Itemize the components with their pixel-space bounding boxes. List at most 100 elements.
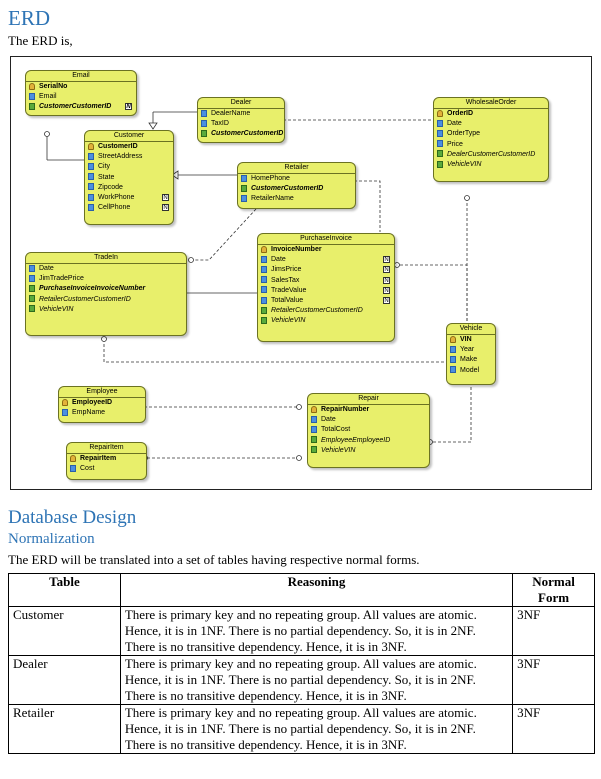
attribute: TotalCost	[308, 425, 429, 435]
key-icon	[450, 335, 456, 343]
column-icon	[29, 92, 35, 100]
column-icon	[437, 140, 443, 148]
attribute: DealerCustomerCustomerID	[434, 150, 548, 160]
entity-title: Dealer	[198, 98, 284, 109]
null-indicator: N	[383, 266, 390, 274]
column-icon	[311, 426, 317, 434]
null-indicator: N	[162, 204, 169, 212]
attribute: Price	[434, 140, 548, 150]
normalization-table: Table Reasoning Normal Form Customer The…	[8, 573, 595, 754]
entity-title: Email	[26, 71, 136, 82]
key-icon	[29, 82, 35, 90]
null-indicator: N	[383, 296, 390, 304]
attribute: Make	[447, 355, 495, 365]
key-icon	[437, 109, 443, 117]
attribute: VehicleVIN	[434, 160, 548, 170]
column-icon	[29, 274, 35, 282]
entity-title: PurchaseInvoice	[258, 234, 394, 245]
column-icon	[450, 356, 456, 364]
attribute: CustomerID	[85, 142, 173, 152]
entity-repair: Repair RepairNumber Date TotalCost Emplo…	[307, 393, 430, 468]
table-cell: Dealer	[8, 655, 121, 705]
foreign-key-icon	[29, 305, 35, 313]
attribute: City	[85, 162, 173, 172]
column-icon	[70, 464, 76, 472]
column-icon	[62, 408, 68, 416]
column-icon	[437, 130, 443, 138]
entity-title: RepairItem	[67, 443, 146, 454]
attribute: EmpName	[59, 408, 145, 418]
table-row: Retailer There is primary key and no rep…	[8, 704, 595, 754]
column-icon	[88, 203, 94, 211]
entity-title: TradeIn	[26, 253, 186, 264]
attribute: Model	[447, 366, 495, 376]
column-icon	[261, 296, 267, 304]
attribute: Date	[308, 415, 429, 425]
key-icon	[62, 398, 68, 406]
key-icon	[70, 454, 76, 462]
column-icon	[241, 174, 247, 182]
column-icon	[88, 163, 94, 171]
attribute: CustomerCustomerID	[198, 129, 284, 139]
attribute: RepairItem	[67, 454, 146, 464]
column-icon	[261, 255, 267, 263]
edge-retailer-invoice	[354, 180, 381, 232]
foreign-key-icon	[29, 285, 35, 293]
null-indicator: N	[125, 103, 132, 111]
entity-retailer: Retailer HomePhone CustomerCustomerID Re…	[237, 162, 356, 209]
attribute: StreetAddress	[85, 152, 173, 162]
foreign-key-icon	[261, 316, 267, 324]
foreign-key-icon	[437, 160, 443, 168]
table-row: Dealer There is primary key and no repea…	[8, 655, 595, 705]
null-indicator: N	[383, 286, 390, 294]
key-icon	[261, 245, 267, 253]
attribute: RetailerName	[238, 194, 355, 204]
attribute: JimTradePrice	[26, 274, 186, 284]
table-cell: 3NF	[512, 704, 595, 754]
entity-title: Repair	[308, 394, 429, 405]
entity-title: Employee	[59, 387, 145, 398]
foreign-key-icon	[201, 130, 207, 138]
edge-repair-vehicle	[428, 385, 472, 443]
intro-text: The ERD is,	[8, 33, 73, 48]
attribute: VIN	[447, 335, 495, 345]
column-icon	[450, 366, 456, 374]
table-cell: 3NF	[512, 655, 595, 705]
attribute: OrderType	[434, 129, 548, 139]
entity-vehicle: Vehicle VIN Year Make Model	[446, 323, 496, 385]
attribute: TaxID	[198, 119, 284, 129]
attribute: CustomerCustomerID	[238, 184, 355, 194]
entity-repairitem: RepairItem RepairItem Cost	[66, 442, 147, 480]
attribute: Zipcode	[85, 183, 173, 193]
null-indicator: N	[162, 193, 169, 201]
column-icon	[201, 109, 207, 117]
page-heading: ERD	[8, 6, 50, 30]
entity-title: Retailer	[238, 163, 355, 174]
attribute: Email	[26, 92, 136, 102]
column-icon	[261, 276, 267, 284]
table-cell: 3NF	[512, 606, 595, 656]
erd-connectors	[44, 111, 472, 461]
table-cell: There is primary key and no repeating gr…	[119, 704, 514, 754]
entity-employee: Employee EmployeeID EmpName	[58, 386, 146, 423]
edge-invoice-vehicle	[395, 264, 468, 324]
attribute: EmployeeEmployeeID	[308, 436, 429, 446]
column-icon	[88, 183, 94, 191]
entity-wholesaleorder: WholesaleOrder OrderID Date OrderType Pr…	[433, 97, 549, 182]
null-indicator: N	[383, 256, 390, 264]
table-cell: There is primary key and no repeating gr…	[119, 606, 514, 656]
entity-title: Vehicle	[447, 324, 495, 335]
table-cell: Customer	[8, 606, 121, 656]
foreign-key-icon	[29, 295, 35, 303]
column-icon	[261, 286, 267, 294]
table-cell: There is primary key and no repeating gr…	[119, 655, 514, 705]
column-icon	[29, 264, 35, 272]
attribute: Date	[26, 264, 186, 274]
attribute: Year	[447, 345, 495, 355]
